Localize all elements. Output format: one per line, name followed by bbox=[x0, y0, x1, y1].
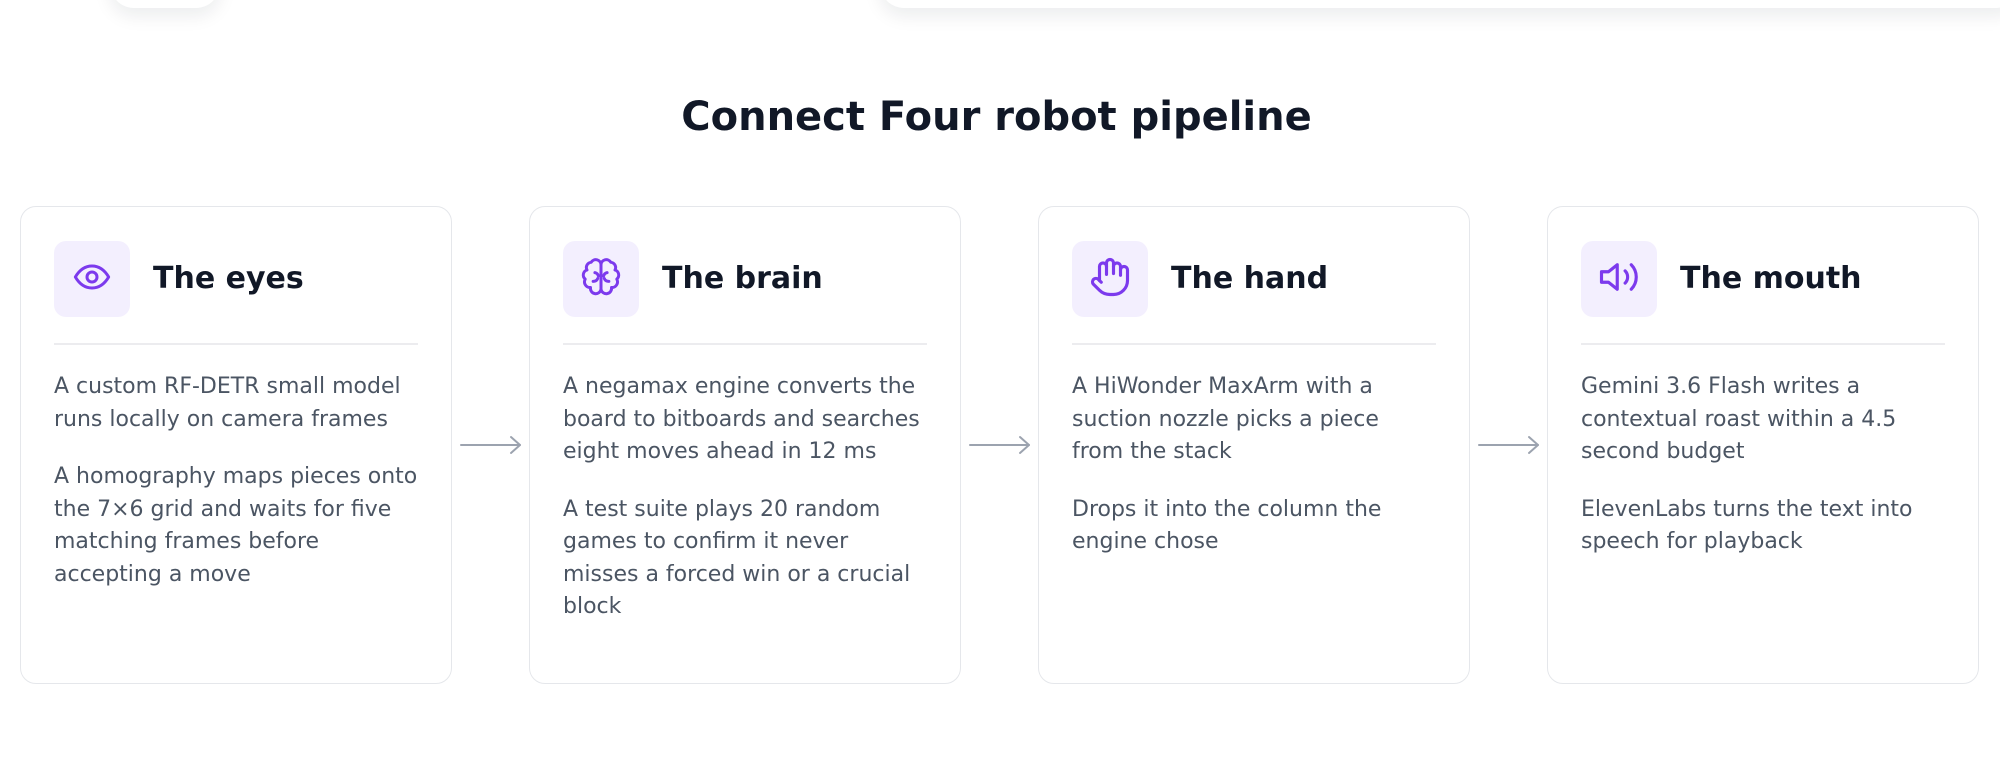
icon-tile bbox=[1581, 241, 1657, 317]
divider bbox=[1581, 343, 1945, 345]
divider bbox=[54, 343, 418, 345]
hand-icon bbox=[1089, 256, 1131, 302]
card-paragraph: A test suite plays 20 random games to co… bbox=[563, 496, 911, 620]
card-paragraph: Gemini 3.6 Flash writes a contextual roa… bbox=[1581, 374, 1897, 464]
card-header: The eyes bbox=[54, 239, 418, 319]
eye-icon bbox=[72, 257, 112, 301]
icon-tile bbox=[563, 241, 639, 317]
card-title: The eyes bbox=[153, 261, 304, 296]
brain-icon bbox=[580, 256, 622, 302]
speaker-icon bbox=[1598, 256, 1640, 302]
icon-tile bbox=[54, 241, 130, 317]
card-header: The hand bbox=[1072, 239, 1436, 319]
card-paragraph: ElevenLabs turns the text into speech fo… bbox=[1581, 496, 1913, 555]
connector bbox=[1470, 206, 1547, 684]
card-title: The brain bbox=[662, 261, 823, 296]
card-title: The hand bbox=[1171, 261, 1329, 296]
card-eyes: The eyes A custom RF-DETR small model ru… bbox=[20, 206, 452, 684]
top-shadow-decoration bbox=[110, 0, 220, 8]
pipeline-cards: The eyes A custom RF-DETR small model ru… bbox=[20, 206, 1979, 684]
card-paragraph: A homography maps pieces onto the 7×6 gr… bbox=[54, 464, 418, 587]
card-title: The mouth bbox=[1680, 261, 1862, 296]
divider bbox=[1072, 343, 1436, 345]
arrow-right-icon bbox=[1477, 434, 1541, 456]
card-mouth: The mouth Gemini 3.6 Flash writes a cont… bbox=[1547, 206, 1979, 684]
card-paragraph: A custom RF-DETR small model runs locall… bbox=[54, 374, 401, 432]
card-brain: The brain A negamax engine converts the … bbox=[529, 206, 961, 684]
arrow-right-icon bbox=[968, 434, 1032, 456]
top-shadow-decoration bbox=[880, 0, 2000, 8]
arrow-right-icon bbox=[459, 434, 523, 456]
card-paragraph: Drops it into the column the engine chos… bbox=[1072, 496, 1382, 555]
connector bbox=[961, 206, 1038, 684]
card-hand: The hand A HiWonder MaxArm with a suctio… bbox=[1038, 206, 1470, 684]
card-paragraph: A negamax engine converts the board to b… bbox=[563, 374, 920, 464]
page-title: Connect Four robot pipeline bbox=[681, 94, 1312, 140]
icon-tile bbox=[1072, 241, 1148, 317]
card-paragraph: A HiWonder MaxArm with a suction nozzle … bbox=[1072, 374, 1379, 464]
card-header: The brain bbox=[563, 239, 927, 319]
connector bbox=[452, 206, 529, 684]
card-header: The mouth bbox=[1581, 239, 1945, 319]
divider bbox=[563, 343, 927, 345]
